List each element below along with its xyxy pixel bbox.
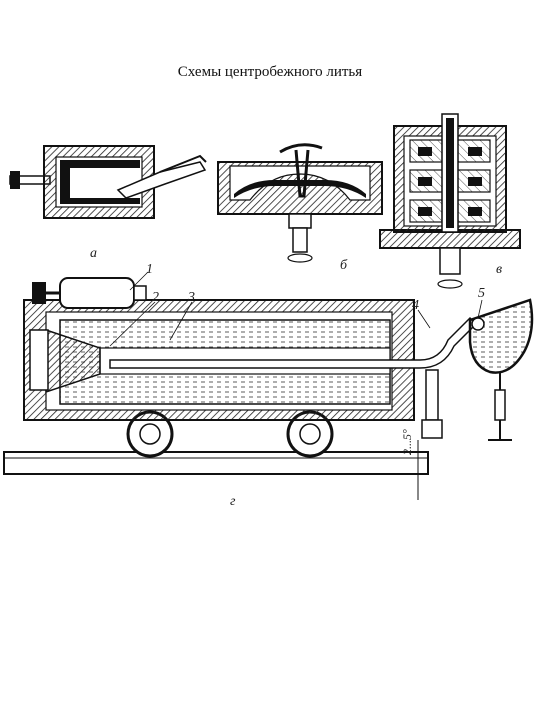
scheme-b-drawing [217, 143, 383, 263]
scheme-a-drawing [9, 145, 207, 219]
scheme-label-g: г [230, 494, 236, 509]
scheme-g-drawing [3, 271, 534, 500]
scheme-label-v: в [496, 262, 503, 277]
callout-2: 2 [152, 290, 159, 305]
scheme-label-b: б [340, 258, 348, 273]
callout-4: 4 [412, 298, 419, 313]
tilt-angle-label: 2...5° [400, 429, 414, 455]
callout-1: 1 [146, 262, 153, 277]
page-title: Схемы центробежного литья [177, 64, 363, 80]
callout-5: 5 [478, 286, 485, 301]
scheme-v-drawing [379, 113, 521, 289]
scheme-label-a: а [90, 246, 97, 261]
callout-3: 3 [188, 290, 195, 305]
